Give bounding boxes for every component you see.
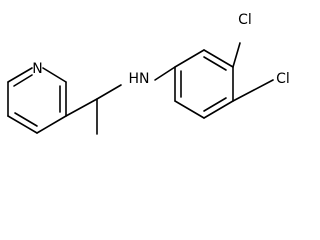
nitrogen-ring-label: N bbox=[32, 61, 42, 77]
benzene-ring bbox=[174, 49, 234, 119]
bond bbox=[7, 67, 33, 83]
chlorine-upper-label: Cl bbox=[238, 12, 252, 28]
bond bbox=[7, 115, 38, 134]
nh-to-phenyl-bond bbox=[154, 66, 176, 81]
nh-label: HN bbox=[129, 71, 150, 87]
bond bbox=[203, 49, 234, 68]
pyridine-ring bbox=[7, 67, 67, 134]
bond bbox=[42, 67, 67, 83]
c-cl-bond-lower bbox=[232, 79, 274, 102]
bond bbox=[36, 115, 67, 134]
ring-to-ch-bond bbox=[65, 98, 98, 117]
double-bond-inner bbox=[203, 56, 227, 71]
chemical-structure: N HN Cl Cl bbox=[7, 12, 290, 135]
bond bbox=[174, 49, 205, 68]
c-cl-bond-upper bbox=[232, 42, 241, 68]
ch-to-nh-bond bbox=[96, 84, 122, 100]
double-bond-inner bbox=[203, 97, 227, 112]
bond bbox=[174, 100, 205, 119]
chlorine-lower-label: Cl bbox=[276, 71, 290, 87]
bond bbox=[203, 100, 234, 119]
double-bond-inner bbox=[14, 112, 38, 127]
double-bond-inner bbox=[13, 74, 33, 87]
